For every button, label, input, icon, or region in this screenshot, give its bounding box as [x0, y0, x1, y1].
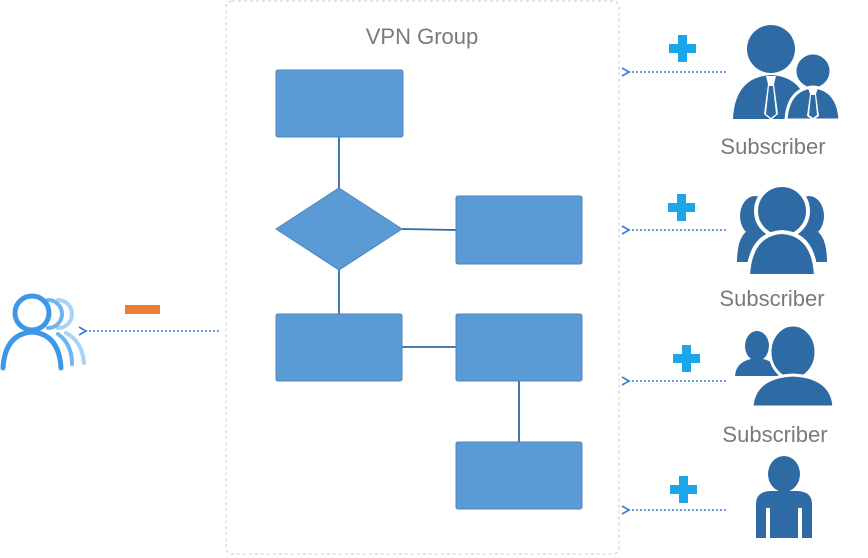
- user-group-outline-icon: [0, 293, 86, 371]
- flowchart-shapes: [275, 69, 583, 510]
- incoming-arrows: [78, 67, 726, 515]
- business-pair-icon: [733, 25, 842, 122]
- process-box-top: [275, 69, 404, 138]
- single-user-icon: [756, 456, 812, 538]
- plus-icon: [668, 194, 695, 221]
- process-box-right-upper: [455, 195, 583, 265]
- plus-icon: [670, 476, 697, 503]
- subscriber-label-3: Subscriber: [722, 422, 827, 447]
- plus-icon: [669, 35, 696, 62]
- minus-icon: [125, 305, 160, 314]
- process-box-middle-right: [455, 313, 583, 382]
- vpn-group-container: [225, 0, 620, 555]
- subscriber-label-2: Subscriber: [719, 286, 824, 311]
- process-box-middle-left: [275, 313, 403, 382]
- user-pair-icon: [735, 323, 836, 409]
- connector-decision-to-right: [401, 228, 457, 231]
- plus-icons: [668, 35, 700, 503]
- flowchart-connectors: [338, 137, 520, 442]
- decision-diamond: [275, 187, 403, 271]
- user-group-icon: [737, 183, 827, 278]
- subscriber-label-1: Subscriber: [720, 134, 825, 159]
- process-box-bottom: [455, 441, 583, 510]
- vpn-group-title: VPN Group: [366, 24, 479, 49]
- plus-icon: [673, 345, 700, 372]
